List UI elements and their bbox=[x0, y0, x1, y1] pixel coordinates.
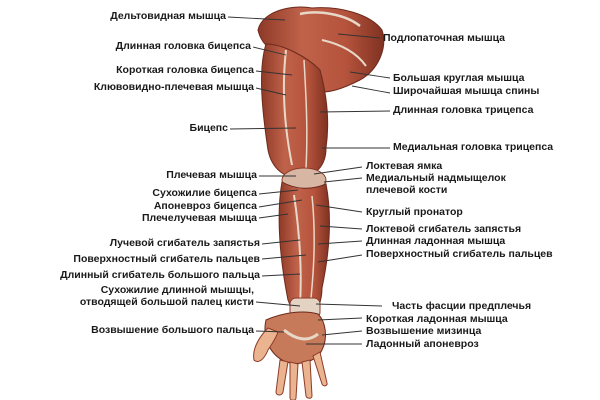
label-hypothenar-eminence: Возвышение мизинца bbox=[366, 325, 482, 337]
label-palmaris-longus: Длинная ладонная мышца bbox=[366, 235, 506, 247]
label-brachialis: Плечевая мышца bbox=[166, 169, 257, 181]
label-palmaris-brevis: Короткая ладонная мышца bbox=[366, 313, 508, 325]
label-triceps-medial-head: Медиальная головка трицепса bbox=[393, 141, 554, 153]
label-triceps-long-head: Длинная головка трицепса bbox=[393, 104, 534, 116]
label-biceps-short-head: Короткая головка бицепса bbox=[116, 64, 254, 76]
label-biceps: Бицепс bbox=[189, 122, 228, 134]
label-abductor-pollicis-tendon-line1: Сухожилие длинной мышцы, bbox=[100, 284, 254, 296]
label-subscapularis: Подлопаточная мышца bbox=[383, 32, 506, 44]
label-cubital-fossa: Локтевая ямка bbox=[366, 160, 443, 172]
label-biceps-long-head: Длинная головка бицепса bbox=[115, 40, 251, 52]
leader-lines bbox=[227, 16, 391, 345]
label-bicipital-aponeurosis: Апоневроз бицепса bbox=[153, 200, 257, 212]
label-biceps-tendon: Сухожилие бицепса bbox=[152, 187, 257, 199]
label-forearm-fascia: Часть фасции предплечья bbox=[392, 300, 532, 312]
label-abductor-pollicis-tendon-line2: отводящей большой палец кисти bbox=[79, 296, 254, 308]
label-brachioradialis: Плечелучевая мышца bbox=[141, 212, 257, 224]
label-pronator-teres: Круглый пронатор bbox=[366, 206, 463, 218]
label-flexor-digitorum-superficialis-left: Поверхностный сгибатель пальцев bbox=[73, 253, 260, 265]
label-medial-epicondyle-line2: плечевой кости bbox=[366, 184, 448, 196]
label-teres-major: Большая круглая мышца bbox=[393, 72, 525, 84]
label-deltoid: Дельтовидная мышца bbox=[110, 10, 226, 22]
label-flexor-pollicis-longus: Длинный сгибатель большого пальца bbox=[60, 269, 260, 281]
label-thenar-eminence: Возвышение большого пальца bbox=[91, 324, 254, 336]
label-palmar-aponeurosis: Ладонный апоневроз bbox=[366, 338, 479, 350]
label-flexor-carpi-ulnaris: Локтевой сгибатель запястья bbox=[366, 223, 522, 235]
label-coracobrachialis: Клювовидно-плечевая мышца bbox=[93, 81, 254, 93]
label-latissimus-dorsi: Широчайшая мышца спины bbox=[393, 85, 540, 97]
label-flexor-carpi-radialis: Лучевой сгибатель запястья bbox=[109, 237, 260, 249]
label-medial-epicondyle-line1: Медиальный надмыщелок bbox=[366, 172, 506, 184]
label-flexor-digitorum-superficialis-right: Поверхностный сгибатель пальцев bbox=[366, 248, 553, 260]
